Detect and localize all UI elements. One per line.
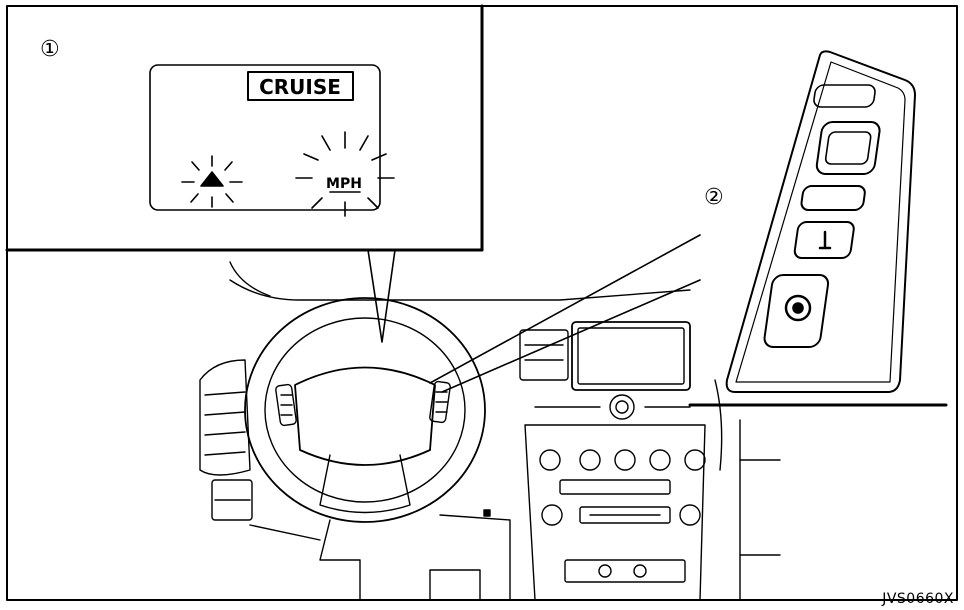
mph-indicator-label: MPH — [326, 176, 362, 192]
steering-wheel — [245, 298, 485, 522]
switch-resume-accel — [816, 122, 881, 174]
callout-1-number: ① — [40, 37, 60, 62]
set-indicator-icon — [182, 156, 242, 207]
cruise-indicator-label: CRUISE — [259, 75, 341, 99]
dashboard-drawing — [200, 262, 780, 600]
callout-2-number: ② — [704, 185, 724, 210]
figure-code: JVS0660X — [882, 591, 954, 607]
switch-inset: ② — [430, 51, 946, 405]
switch-top — [813, 85, 876, 107]
switch-cancel — [800, 186, 865, 210]
meter-inset: CRUISE MPH ① — [7, 6, 482, 342]
center-stack — [520, 322, 705, 600]
